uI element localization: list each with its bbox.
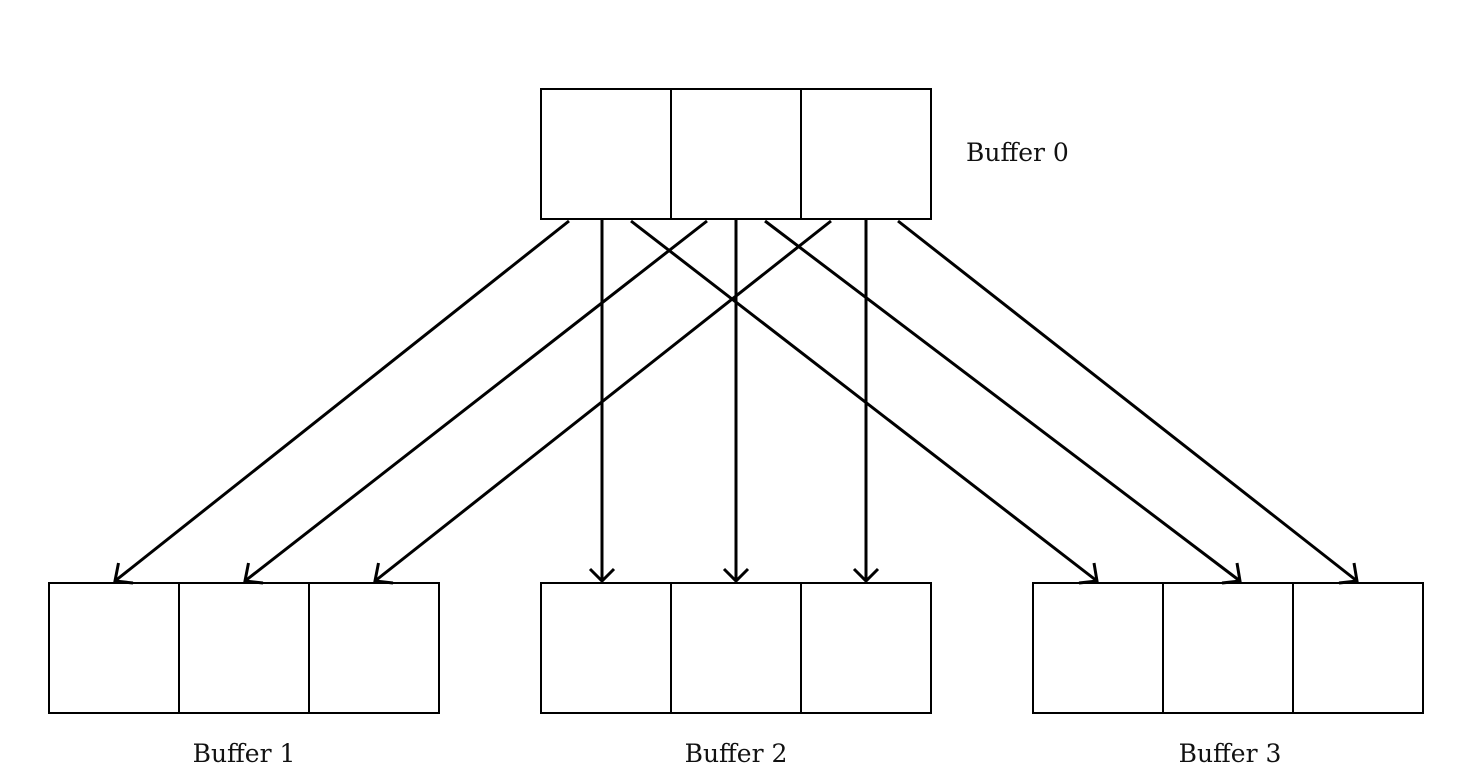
buffer-0-label: Buffer 0 <box>966 138 1069 167</box>
buffer-1-label: Buffer 1 <box>193 739 296 768</box>
buffer-3-cell-1 <box>1032 582 1164 714</box>
buffer-2-label: Buffer 2 <box>685 739 788 768</box>
buffer-0-cell-1 <box>540 88 672 220</box>
arrow-b0-to-b1-cell-1 <box>113 219 570 585</box>
arrow-b0-to-b2-cell-3 <box>852 220 880 584</box>
arrows <box>113 219 1359 585</box>
buffer-2: Buffer 2 <box>540 582 932 768</box>
arrow-b0-to-b2-cell-2 <box>722 220 750 584</box>
buffer-3-cell-2 <box>1162 582 1294 714</box>
buffer-3-label: Buffer 3 <box>1179 739 1282 768</box>
arrow-b0-to-b2-cell-1 <box>588 220 616 584</box>
arrow-b0-to-b3-cell-3 <box>897 219 1359 585</box>
buffer-0-cell-3 <box>800 88 932 220</box>
arrow-b0-to-b1-cell-2 <box>243 219 708 585</box>
buffer-1: Buffer 1 <box>48 582 440 768</box>
arrow-b0-to-b3-cell-2 <box>764 219 1242 585</box>
buffer-2-cell-2 <box>670 582 802 714</box>
buffer-0: Buffer 0 <box>540 88 1069 220</box>
buffer-3: Buffer 3 <box>1032 582 1424 768</box>
buffer-1-cell-2 <box>178 582 310 714</box>
buffer-2-cell-3 <box>800 582 932 714</box>
buffer-3-cell-3 <box>1292 582 1424 714</box>
arrow-b0-to-b3-cell-1 <box>630 219 1099 585</box>
buffer-2-cell-1 <box>540 582 672 714</box>
buffer-1-cell-3 <box>308 582 440 714</box>
buffer-0-cell-2 <box>670 88 802 220</box>
buffer-1-cell-1 <box>48 582 180 714</box>
